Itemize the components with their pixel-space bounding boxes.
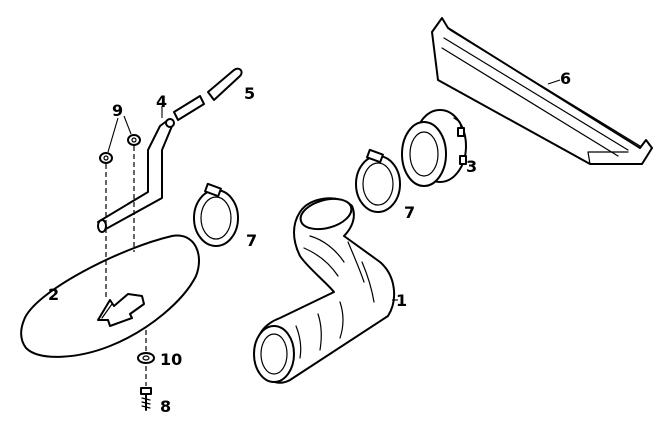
bent-tube-part [97,118,175,233]
screw-part [140,387,152,411]
coupling-ring-part [401,109,467,187]
washer-part [137,352,155,364]
callout-3: 3 [466,157,477,176]
air-duct-plate-part [20,234,200,358]
callout-9: 9 [112,101,123,120]
leader-9a [123,115,132,135]
callout-8: 8 [160,397,171,416]
leader-9b [107,117,119,153]
callout-6: 6 [560,69,571,88]
grommet-parts [99,134,141,164]
callout-7-right: 7 [404,203,415,222]
callout-4: 4 [156,92,167,111]
hose-clamp-right-part [355,148,401,213]
straight-tube-part [173,67,243,121]
callout-1: 1 [396,291,407,310]
callout-7-left: 7 [246,231,257,250]
callout-2: 2 [48,285,59,304]
leader-6 [547,79,561,85]
hose-clamp-left-part [193,182,239,247]
elbow-hose-part [253,197,396,384]
bracket-channel-part [431,17,653,165]
callout-5: 5 [244,84,255,103]
callout-10: 10 [160,350,182,369]
